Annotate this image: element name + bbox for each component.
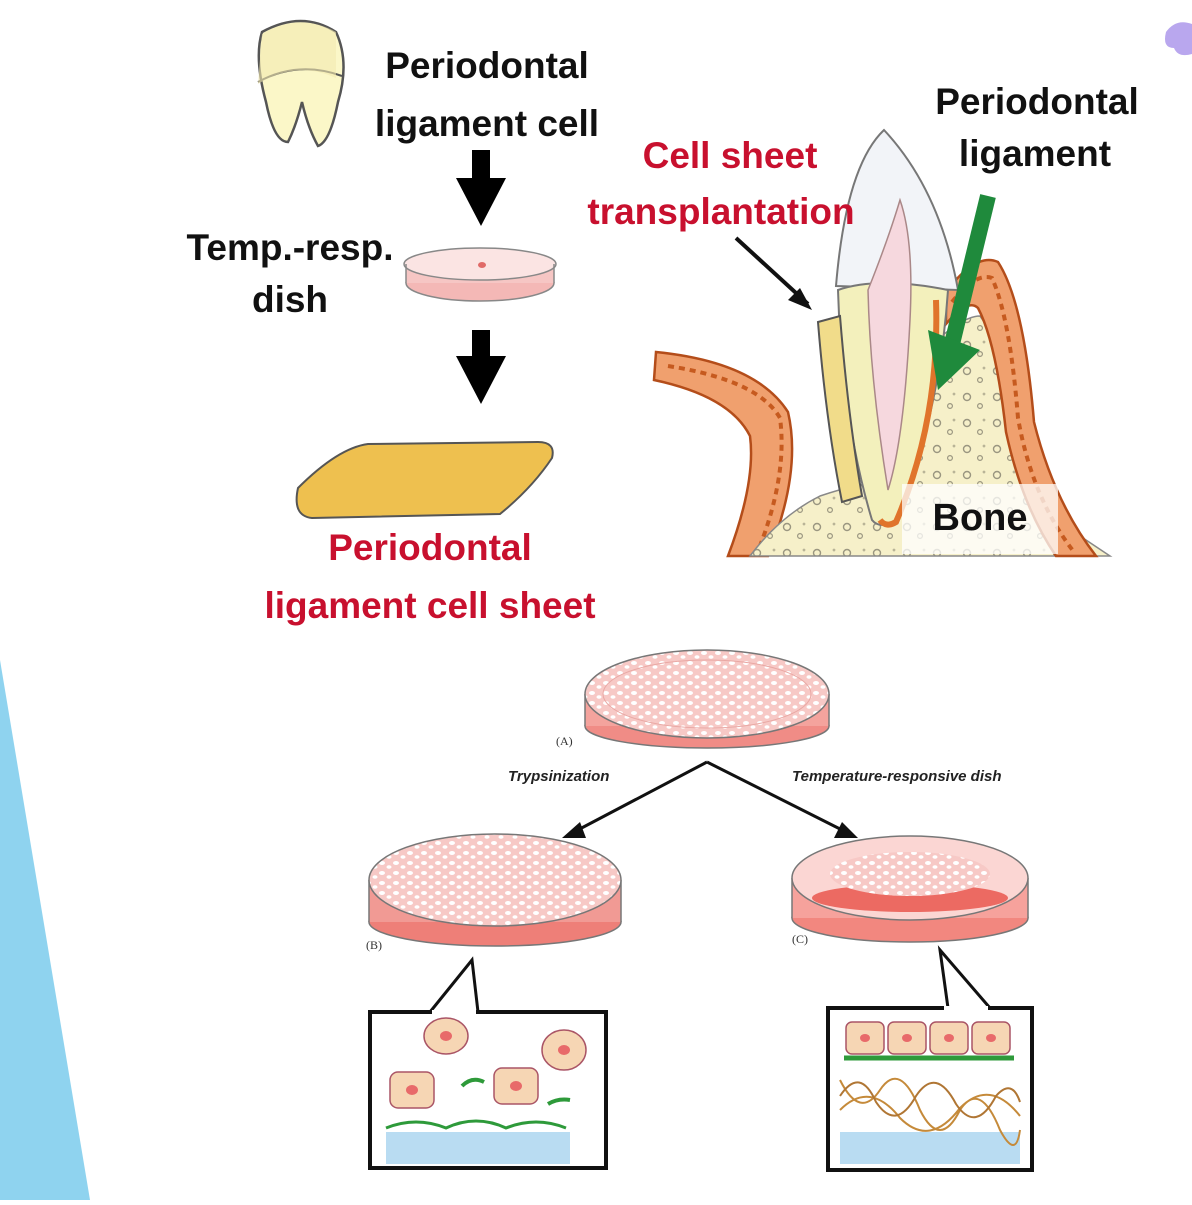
dish-a-icon — [584, 649, 830, 749]
transplanted-sheet-icon — [816, 314, 864, 504]
dish-b-label: (B) — [366, 938, 382, 952]
pdl-label-line2: ligament — [958, 133, 1112, 174]
transplant-label-line1: Cell sheet — [642, 135, 818, 176]
dish-a-label: (A) — [556, 734, 573, 748]
pdl-cell-label-line2: ligament cell — [374, 103, 600, 144]
down-arrow-1 — [456, 150, 506, 226]
molar-tooth-icon — [257, 19, 345, 148]
transplant-label-line2: transplantation — [587, 191, 855, 232]
cell-sheet-label-line1: Periodontal — [328, 527, 532, 568]
temp-responsive-label: Temperature-responsive dish — [792, 768, 1002, 785]
dish-c-label: (C) — [792, 932, 808, 946]
bone-label: Bone — [932, 497, 1028, 539]
cell-sheet-row-icon — [844, 1021, 1014, 1061]
dish-c-icon — [791, 835, 1029, 943]
canine-tooth-icon — [834, 128, 960, 528]
corner-blob — [1165, 22, 1192, 56]
callout-b — [368, 956, 608, 1170]
temp-dish-label-line2: dish — [251, 279, 329, 320]
dish-b-icon — [368, 833, 622, 947]
trypsinization-label: Trypsinization — [508, 768, 610, 785]
temp-dish-label-line1: Temp.-resp. — [186, 227, 394, 268]
pdl-green-arrow-icon — [928, 194, 996, 390]
side-panel-blue — [0, 660, 90, 1200]
gum-left-icon — [652, 350, 794, 558]
cell-sheet-icon — [295, 440, 554, 520]
callout-c — [826, 945, 1034, 1172]
temp-resp-dish-icon — [403, 247, 557, 302]
branch-arrows — [562, 760, 858, 838]
ecm-fibers-icon — [839, 1077, 1021, 1146]
loose-cells-icon — [385, 1017, 587, 1130]
down-arrow-2 — [456, 330, 506, 404]
pdl-label-line1: Periodontal — [935, 81, 1139, 122]
transplant-arrow-icon — [734, 236, 812, 310]
bone-label-backdrop — [902, 484, 1058, 554]
pdl-cell-label-line1: Periodontal — [385, 45, 589, 86]
cell-sheet-label-line2: ligament cell sheet — [264, 585, 596, 626]
